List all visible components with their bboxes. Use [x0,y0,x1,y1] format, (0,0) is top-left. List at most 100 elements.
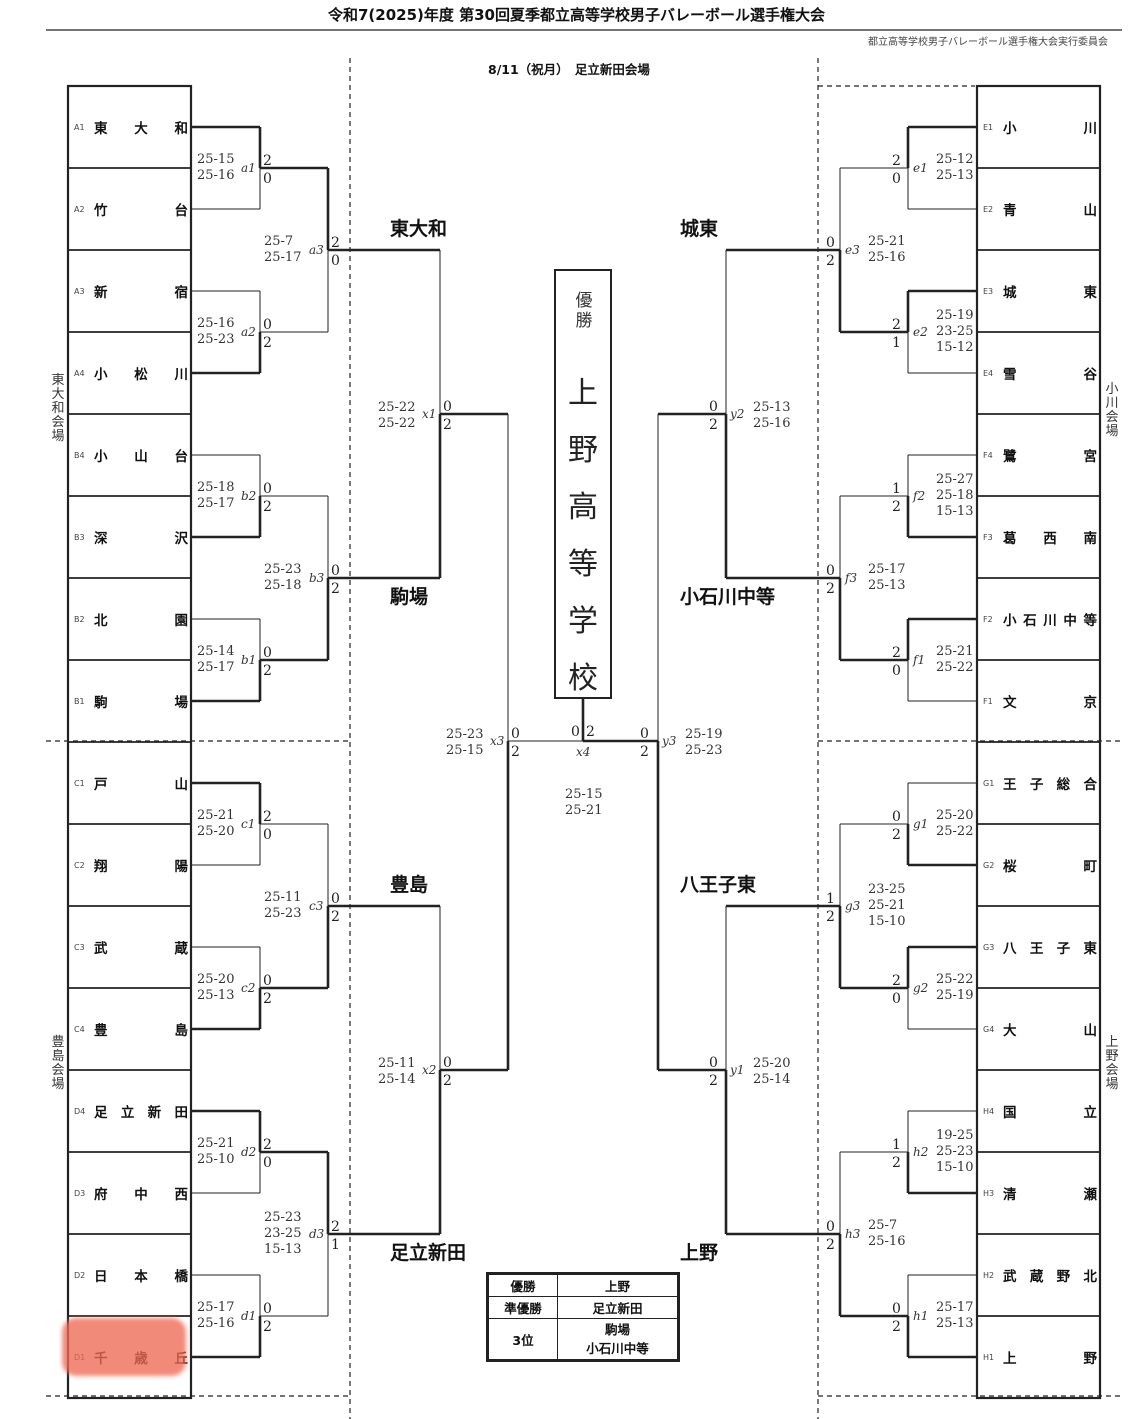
results-team-a: 駒場 [604,1322,630,1337]
set-count-bottom: 2 [892,1155,901,1171]
set-count-bottom: 2 [709,417,718,433]
team-name: 上野 [1003,1351,1097,1367]
team-code: C1 [74,778,85,788]
round2-winner-name: 駒場 [390,586,429,608]
set-count-bottom: 2 [826,581,835,597]
match-id: y3 [662,734,677,748]
set-count-top: 0 [892,809,901,825]
team-code: H3 [983,1188,995,1198]
team-name: 豊島 [94,1023,188,1039]
team-name: 小松川 [94,367,188,383]
set-score: 25-19 [936,988,974,1003]
champion-name: 上野高等学校 [568,376,598,696]
set-score: 25-23 [936,1144,974,1159]
set-score: 25-17 [197,496,235,511]
team-name: 深沢 [94,531,188,547]
match-id: b3 [309,571,325,585]
set-count-top: 0 [511,726,520,742]
team-name: 大山 [1003,1023,1097,1039]
set-score: 25-20 [753,1056,791,1071]
team-code: D2 [74,1270,86,1280]
set-count-top: 0 [826,563,835,579]
set-score: 15-12 [936,340,974,355]
team-code: G4 [983,1024,995,1034]
team-code: G1 [983,778,995,788]
team-code: A1 [74,122,85,132]
venue-right-bottom: 上野会場 [1105,1035,1119,1092]
team-name: 小石川中等 [1003,613,1097,629]
team-code: A2 [74,204,85,214]
set-count-bottom: 2 [826,253,835,269]
set-count-bottom: 2 [263,499,272,515]
team-name: 翔陽 [94,859,188,875]
team-name: 城東 [1003,285,1097,301]
team-name: 北園 [94,613,188,629]
set-score: 25-20 [197,824,235,839]
team-name: 国立 [1003,1105,1097,1121]
set-count-top: 0 [331,891,340,907]
set-count-bottom: 2 [892,827,901,843]
set-score: 25-22 [936,824,974,839]
team-entry: G4 大山 [983,1019,1097,1039]
set-count-top: 2 [263,153,272,169]
set-count-top: 2 [263,1137,272,1153]
date-venue-label: 8/11（祝月） 足立新田会場 [488,62,650,77]
set-count-top: 0 [263,317,272,333]
match-id: f2 [913,489,926,503]
results-team: 上野 [557,1273,679,1297]
final-count-right: 2 [586,724,595,740]
set-count-bottom: 2 [331,909,340,925]
set-score: 25-12 [936,152,974,167]
set-count-top: 0 [443,1055,452,1071]
set-score: 23-25 [868,882,906,897]
match-id: y1 [730,1063,745,1077]
set-count-top: 2 [331,1219,340,1235]
set-score: 25-21 [868,898,906,913]
set-score: 25-13 [753,400,791,415]
match-id: f3 [845,571,858,585]
results-team-b: 小石川中等 [586,1341,649,1356]
match-id: y2 [730,407,745,421]
match-id: g2 [913,981,929,995]
team-code: E4 [983,368,994,378]
team-name: 新宿 [94,285,188,301]
set-count-bottom: 2 [263,991,272,1007]
set-count-bottom: 2 [331,581,340,597]
results-team: 駒場 小石川中等 [557,1318,679,1361]
team-code: A3 [74,286,85,296]
set-count-bottom: 0 [331,253,340,269]
set-score: 25-13 [197,988,235,1003]
set-score: 19-25 [936,1128,974,1143]
match-id: b2 [241,489,257,503]
team-name: 竹台 [94,203,188,219]
set-count-bottom: 0 [892,663,901,679]
set-count-top: 0 [263,481,272,497]
team-code: G3 [983,942,995,952]
set-score: 25-14 [378,1072,416,1087]
team-name: 武蔵 [94,941,188,957]
team-code: D4 [74,1106,86,1116]
